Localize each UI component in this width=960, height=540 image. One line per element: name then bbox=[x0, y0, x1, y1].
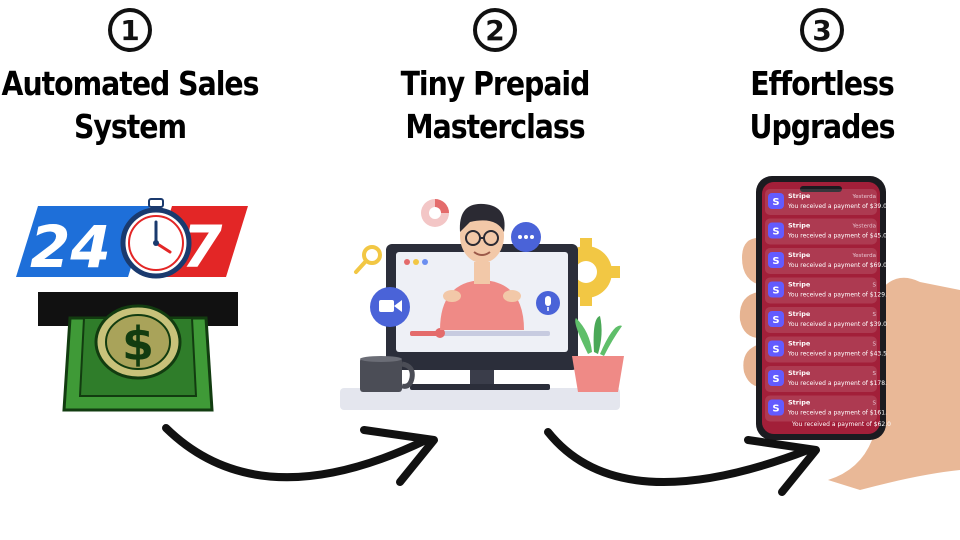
notification-text: You received a payment of $178. bbox=[787, 380, 887, 387]
hand bbox=[828, 277, 960, 490]
stripe-app-icon bbox=[768, 399, 784, 416]
chat-bubble-icon bbox=[511, 222, 541, 252]
step-1-title-line1: Automated Sales bbox=[1, 64, 260, 103]
step-1-number: 1 bbox=[108, 8, 152, 52]
notification-app: Stripe bbox=[788, 310, 811, 318]
notification-time: S bbox=[873, 371, 877, 377]
notification-app: Stripe bbox=[788, 281, 811, 289]
step-3-title: Effortless Upgrades bbox=[693, 62, 951, 148]
stopwatch-icon bbox=[120, 198, 192, 279]
notification-app: Stripe bbox=[788, 222, 811, 230]
stripe-logo-letter: S bbox=[772, 315, 779, 326]
stripe-logo-letter: S bbox=[772, 256, 779, 267]
notification-app: Stripe bbox=[788, 369, 811, 377]
arrow-2-curve bbox=[544, 428, 812, 486]
notification-time: S bbox=[873, 283, 877, 289]
arrow-2-head bbox=[744, 436, 820, 496]
notification-time: S bbox=[873, 312, 877, 318]
notification-text: You received a payment of $45.0 bbox=[787, 233, 887, 240]
stripe-app-icon bbox=[768, 252, 784, 268]
step-2-title-line2: Masterclass bbox=[405, 107, 585, 146]
step-3: 3 Effortless Upgrades bbox=[672, 8, 960, 148]
microphone-icon bbox=[536, 291, 560, 315]
video-progress-bar bbox=[410, 331, 550, 336]
notification-app: Stripe bbox=[788, 340, 811, 348]
step-2-number: 2 bbox=[473, 8, 517, 52]
stripe-app-icon bbox=[768, 222, 784, 239]
step-3-title-line1: Effortless bbox=[750, 64, 895, 103]
arrow-1-to-2 bbox=[162, 424, 438, 486]
step-1-title: Automated Sales System bbox=[1, 62, 260, 148]
notification-text: You received a payment of $39.0 bbox=[787, 321, 887, 328]
notification-time: S bbox=[873, 342, 877, 348]
dollar-sign: $ bbox=[122, 317, 154, 371]
stripe-app-icon bbox=[768, 370, 784, 386]
notification-app: Stripe bbox=[788, 399, 811, 407]
notification-text: You received a payment of $161. bbox=[787, 410, 887, 417]
badge-blue-panel bbox=[16, 206, 150, 277]
mug-icon bbox=[360, 356, 415, 392]
notification-text: You received a payment of $39.0 bbox=[787, 203, 887, 210]
plant-icon bbox=[572, 316, 624, 392]
stripe-logo-letter: S bbox=[772, 374, 779, 385]
notification-time: Yesterda bbox=[852, 194, 876, 200]
stripe-logo-letter: S bbox=[772, 227, 779, 238]
cash-dispenser: $ bbox=[38, 292, 238, 412]
keyboard bbox=[410, 384, 550, 390]
notification-time: S bbox=[873, 401, 877, 407]
pie-chart-icon bbox=[421, 199, 449, 227]
key-icon bbox=[354, 245, 382, 274]
stripe-app-icon bbox=[768, 281, 784, 298]
stripe-app-icon bbox=[768, 311, 784, 327]
stripe-app-icon bbox=[768, 340, 784, 357]
notification-partial: You received a payment of $62.0 bbox=[791, 421, 891, 428]
notification-time: Yesterda bbox=[852, 253, 876, 259]
video-camera-icon bbox=[370, 287, 410, 327]
step-1-title-line2: System bbox=[73, 107, 187, 146]
stripe-app-icon bbox=[768, 193, 784, 209]
notification-app: Stripe bbox=[788, 251, 811, 259]
notification-time: Yesterda bbox=[852, 224, 876, 230]
presenter-avatar bbox=[440, 203, 524, 330]
step-2: 2 Tiny Prepaid Masterclass bbox=[345, 8, 645, 148]
notification-app: Stripe bbox=[788, 192, 811, 200]
phone-screen bbox=[762, 182, 880, 434]
stripe-logo-letter: S bbox=[772, 197, 779, 208]
arrow-2-to-3 bbox=[544, 428, 820, 496]
step-1: 1 Automated Sales System bbox=[0, 8, 280, 148]
notification-text: You received a payment of $129. bbox=[787, 292, 887, 299]
step-2-title: Tiny Prepaid Masterclass bbox=[366, 62, 624, 148]
step-3-title-line2: Upgrades bbox=[749, 107, 895, 146]
notification-text: You received a payment of $43.5 bbox=[787, 351, 887, 358]
stripe-logo-letter: S bbox=[772, 345, 779, 356]
badge-24-7: 24 7 bbox=[16, 198, 248, 281]
arrow-1-head bbox=[360, 426, 438, 486]
stripe-logo-letter: S bbox=[772, 404, 779, 415]
stripe-logo-letter: S bbox=[772, 286, 779, 297]
arrow-1-curve bbox=[162, 424, 430, 482]
badge-left-text: 24 bbox=[30, 213, 111, 281]
notification-text: You received a payment of $69.0 bbox=[787, 262, 887, 269]
desk bbox=[340, 388, 620, 410]
masterclass-illustration bbox=[340, 199, 624, 410]
step-3-number: 3 bbox=[800, 8, 844, 52]
step-2-title-line1: Tiny Prepaid bbox=[400, 64, 591, 103]
